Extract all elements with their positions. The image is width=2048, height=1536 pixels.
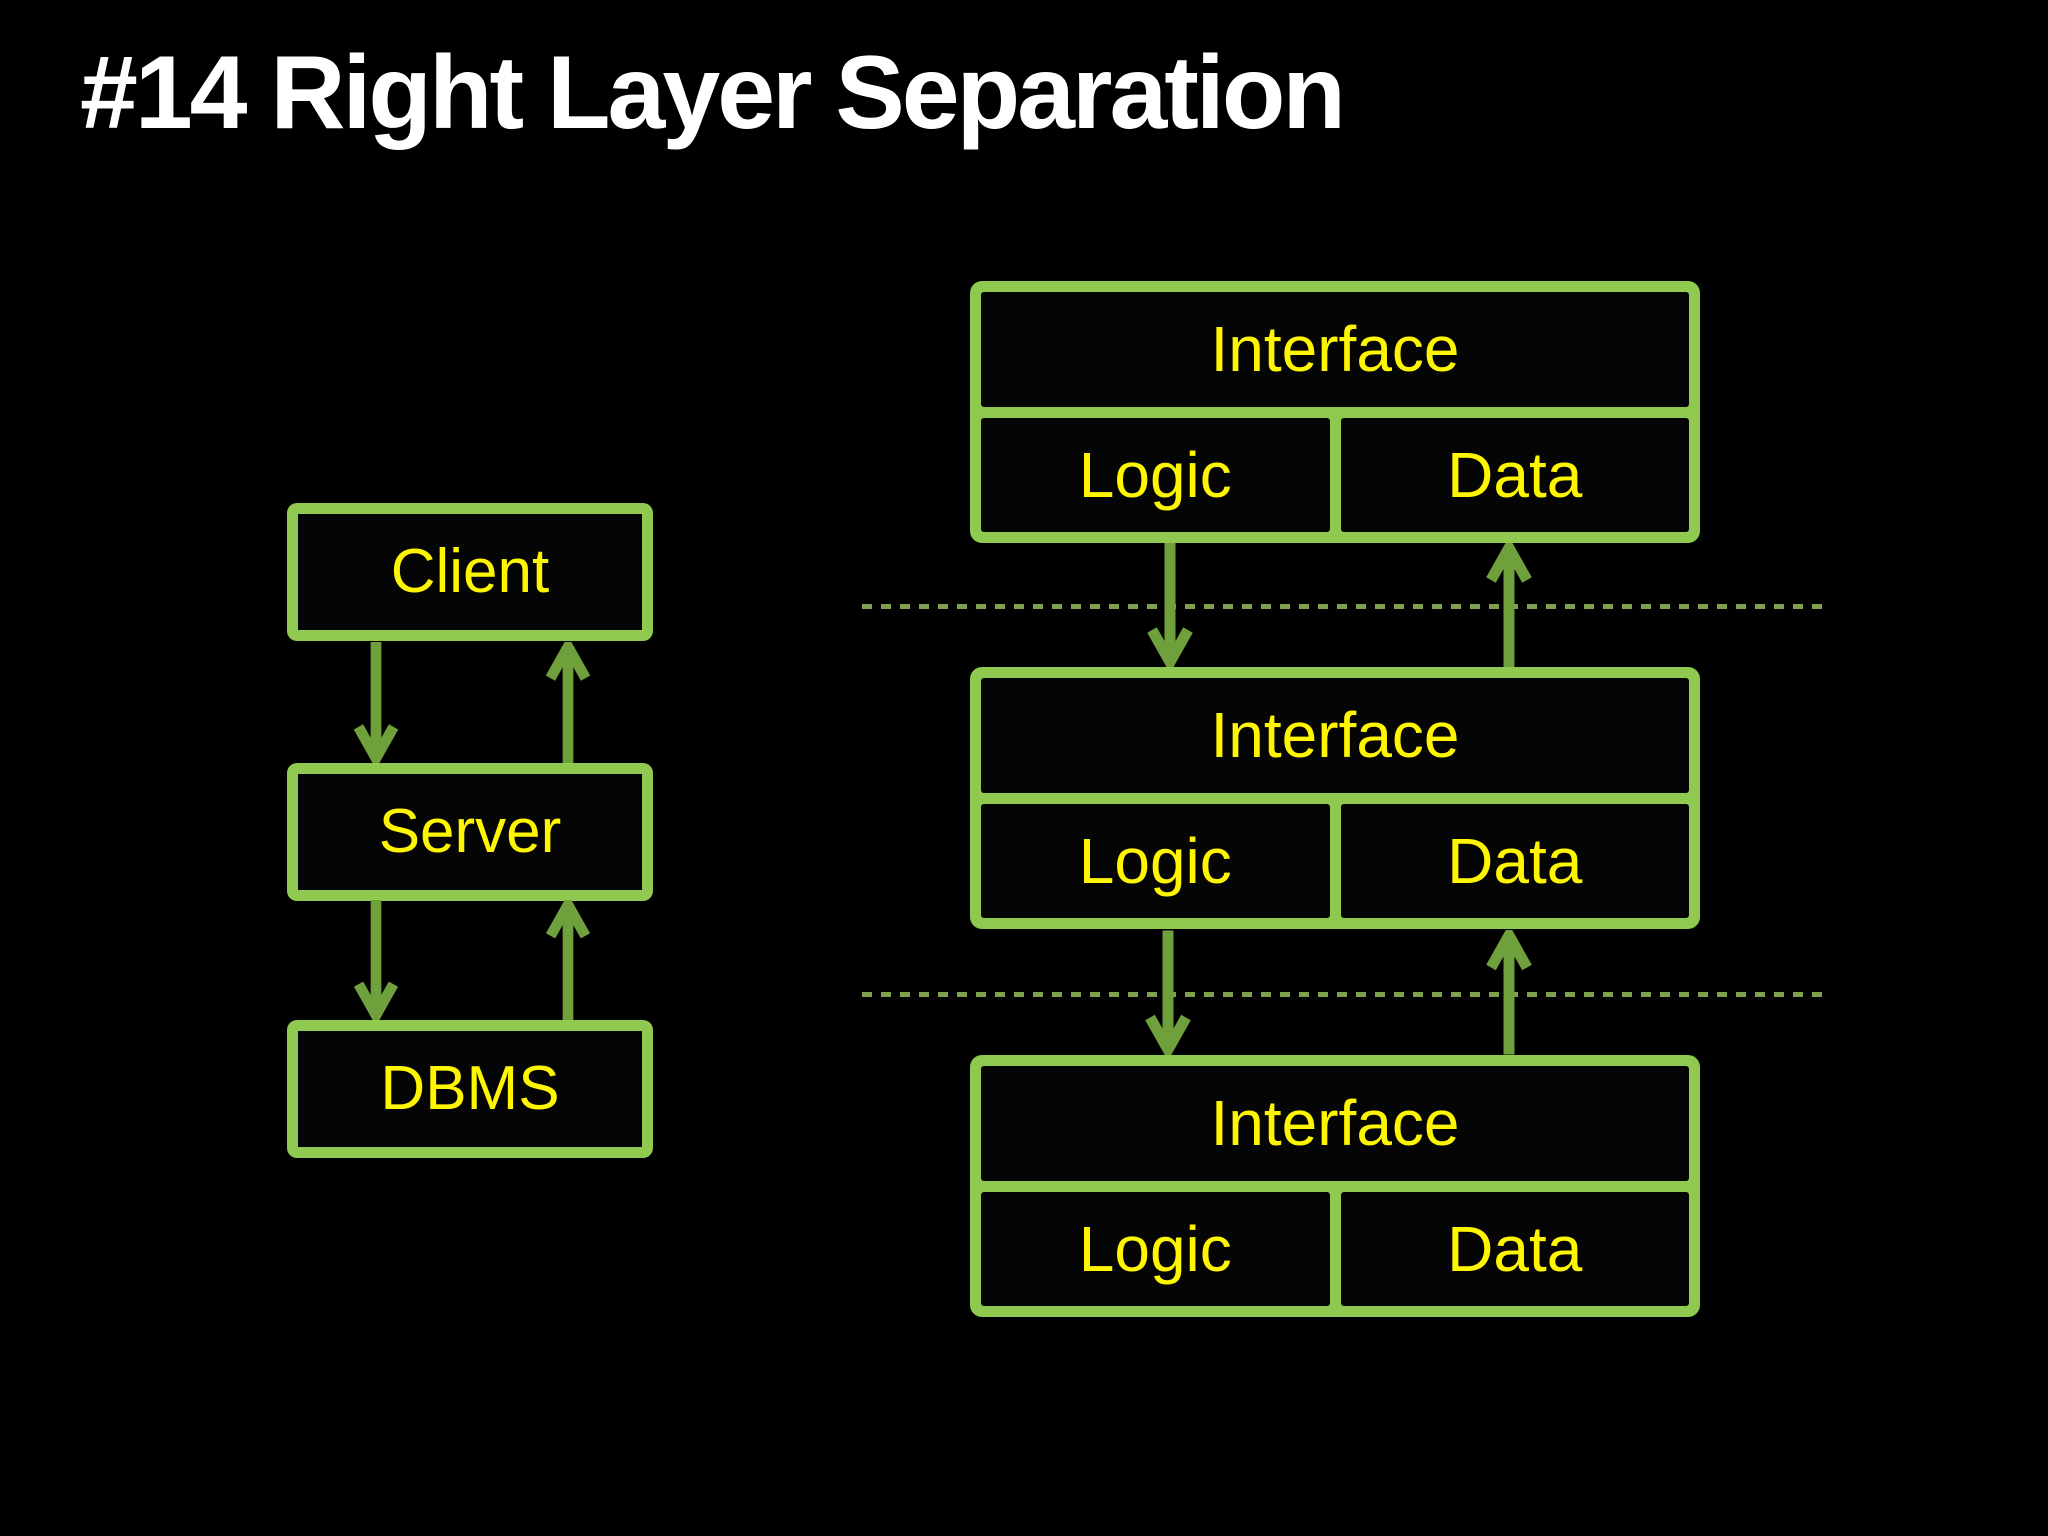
dbms-label: DBMS xyxy=(380,1054,560,1123)
interface-label: Interface xyxy=(1210,313,1460,386)
data-cell: Data xyxy=(1340,803,1689,918)
up-arrow-icon xyxy=(544,900,592,1020)
logic-label: Logic xyxy=(1078,1212,1232,1285)
layer-boundary-dashed-line xyxy=(862,992,1822,997)
up-arrow-icon xyxy=(1485,930,1533,1055)
down-arrow-icon xyxy=(1144,930,1192,1055)
server-box: Server xyxy=(287,763,653,901)
interface-cell: Interface xyxy=(981,678,1689,793)
page-title: #14 Right Layer Separation xyxy=(80,35,1346,151)
logic-cell: Logic xyxy=(981,1191,1330,1306)
logic-label: Logic xyxy=(1078,824,1232,897)
interface-label: Interface xyxy=(1210,1087,1460,1160)
server-label: Server xyxy=(378,797,562,866)
logic-cell: Logic xyxy=(981,417,1330,532)
logic-cell: Logic xyxy=(981,803,1330,918)
data-label: Data xyxy=(1447,1212,1583,1285)
client-label: Client xyxy=(390,537,550,606)
dbms-box: DBMS xyxy=(287,1020,653,1158)
interface-label: Interface xyxy=(1210,699,1460,772)
layer-boundary-dashed-line xyxy=(862,604,1822,609)
down-arrow-icon xyxy=(352,900,400,1020)
data-label: Data xyxy=(1447,438,1583,511)
interface-cell: Interface xyxy=(981,292,1689,407)
up-arrow-icon xyxy=(544,642,592,763)
data-cell: Data xyxy=(1340,1191,1689,1306)
up-arrow-icon xyxy=(1485,543,1533,667)
layer-group-middle: Interface Logic Data xyxy=(970,667,1700,929)
interface-cell: Interface xyxy=(981,1066,1689,1181)
layer-group-top: Interface Logic Data xyxy=(970,281,1700,543)
data-cell: Data xyxy=(1340,417,1689,532)
data-label: Data xyxy=(1447,824,1583,897)
down-arrow-icon xyxy=(352,642,400,763)
layer-group-bottom: Interface Logic Data xyxy=(970,1055,1700,1317)
client-box: Client xyxy=(287,503,653,641)
logic-label: Logic xyxy=(1078,438,1232,511)
down-arrow-icon xyxy=(1146,543,1194,667)
